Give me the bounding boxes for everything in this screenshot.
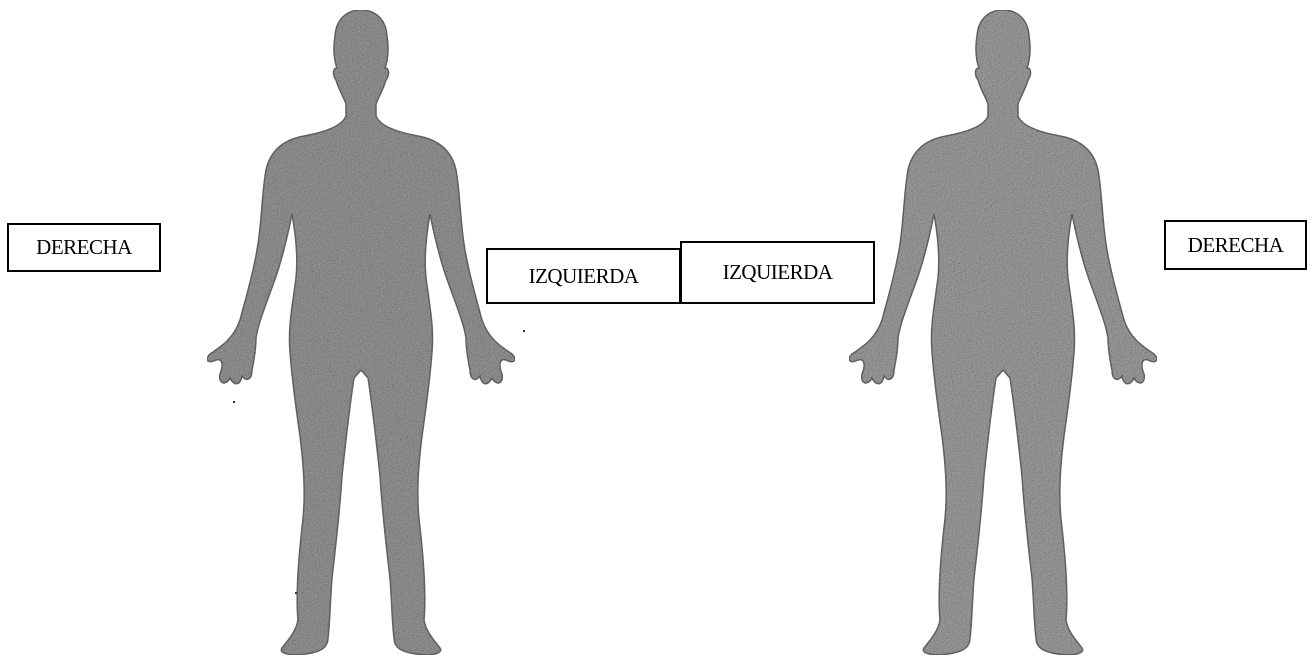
body-front-figure xyxy=(196,8,526,658)
scan-speck xyxy=(523,330,525,332)
label-right-side-front-text: DERECHA xyxy=(36,235,132,260)
label-left-side-back-text: IZQUIERDA xyxy=(723,260,833,285)
label-left-side-back: IZQUIERDA xyxy=(680,241,875,304)
scan-speck xyxy=(295,592,297,594)
label-right-side-front: DERECHA xyxy=(7,223,161,272)
body-back-figure xyxy=(838,8,1168,658)
label-left-side-front-text: IZQUIERDA xyxy=(529,264,639,289)
label-right-side-back-text: DERECHA xyxy=(1188,233,1284,258)
scan-speck xyxy=(233,401,235,403)
label-left-side-front: IZQUIERDA xyxy=(486,248,681,304)
label-right-side-back: DERECHA xyxy=(1164,220,1307,270)
